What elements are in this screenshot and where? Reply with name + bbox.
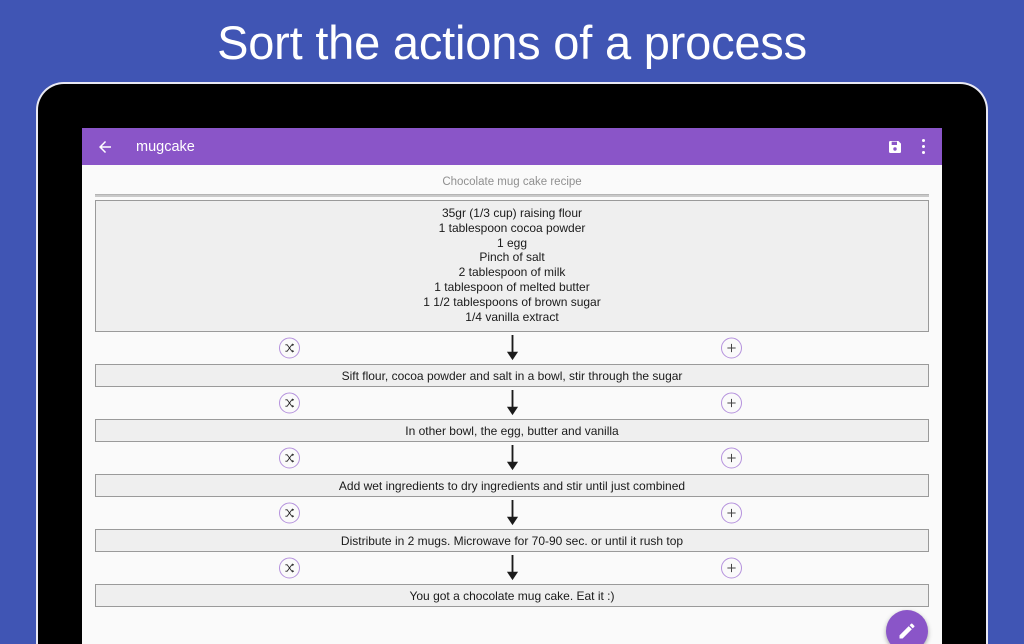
ingredient-line: Pinch of salt [479, 250, 545, 265]
arrow-down-icon [506, 445, 518, 471]
step-box[interactable]: Sift flour, cocoa powder and salt in a b… [95, 364, 929, 388]
promo-caption-text: Sort the actions of a process [217, 15, 807, 69]
shuffle-icon[interactable] [279, 557, 300, 579]
tablet-screen: mugcake Chocolate mug cake recipe 35gr (… [82, 128, 942, 644]
more-vertical-icon[interactable] [914, 134, 932, 160]
toolbar-title: mugcake [136, 138, 195, 155]
save-floppy-icon[interactable] [882, 134, 908, 160]
step-box[interactable]: In other bowl, the egg, butter and vanil… [95, 419, 929, 443]
plus-circle-icon[interactable] [721, 502, 742, 524]
connector-row [95, 332, 929, 364]
ingredient-line: 1 tablespoon of melted butter [434, 279, 590, 294]
shuffle-icon[interactable] [279, 337, 300, 359]
ingredient-line: 1 1/2 tablespoons of brown sugar [423, 294, 601, 309]
shuffle-icon[interactable] [279, 447, 300, 469]
step-text: You got a chocolate mug cake. Eat it :) [409, 588, 615, 603]
recipe-title: Chocolate mug cake recipe [442, 176, 582, 188]
arrow-down-icon [506, 335, 518, 361]
step-box[interactable]: Add wet ingredients to dry ingredients a… [95, 474, 929, 498]
tablet-device-frame: mugcake Chocolate mug cake recipe 35gr (… [38, 84, 986, 644]
title-divider [95, 194, 929, 197]
shuffle-icon[interactable] [279, 502, 300, 524]
step-text: In other bowl, the egg, butter and vanil… [405, 423, 619, 438]
promo-caption: Sort the actions of a process [0, 0, 1024, 84]
pencil-edit-icon [899, 623, 915, 639]
ingredient-line: 35gr (1/3 cup) raising flour [441, 206, 583, 220]
plus-circle-icon[interactable] [721, 392, 742, 414]
step-box[interactable]: You got a chocolate mug cake. Eat it :) [95, 584, 929, 608]
ingredient-line: 1/4 vanilla extract [465, 309, 559, 324]
step-text: Sift flour, cocoa powder and salt in a b… [341, 368, 683, 383]
connector-row [95, 442, 929, 474]
edit-fab-button[interactable] [886, 610, 928, 644]
recipe-content: Chocolate mug cake recipe 35gr (1/3 cup)… [82, 165, 942, 644]
connector-row [95, 497, 929, 529]
ingredients-box[interactable]: 35gr (1/3 cup) raising flour 1 tablespoo… [95, 200, 929, 333]
step-text: Add wet ingredients to dry ingredients a… [338, 478, 686, 493]
connector-row [95, 387, 929, 419]
overflow-dot [921, 145, 925, 148]
overflow-dot [921, 139, 925, 142]
back-arrow-icon[interactable] [92, 134, 118, 160]
plus-circle-icon[interactable] [721, 447, 742, 469]
plus-circle-icon[interactable] [721, 557, 742, 579]
app-toolbar: mugcake [82, 128, 942, 165]
ingredient-line: 1 tablespoon cocoa powder [438, 220, 586, 235]
overflow-dot [921, 151, 925, 154]
arrow-down-icon [506, 555, 518, 581]
step-box[interactable]: Distribute in 2 mugs. Microwave for 70-9… [95, 529, 929, 553]
arrow-down-icon [506, 390, 518, 416]
ingredient-line: 1 egg [496, 235, 528, 250]
connector-row [95, 552, 929, 584]
arrow-down-icon [506, 500, 518, 526]
step-text: Distribute in 2 mugs. Microwave for 70-9… [340, 533, 684, 548]
ingredient-line: 2 tablespoon of milk [458, 265, 566, 280]
shuffle-icon[interactable] [279, 392, 300, 414]
plus-circle-icon[interactable] [721, 337, 742, 359]
